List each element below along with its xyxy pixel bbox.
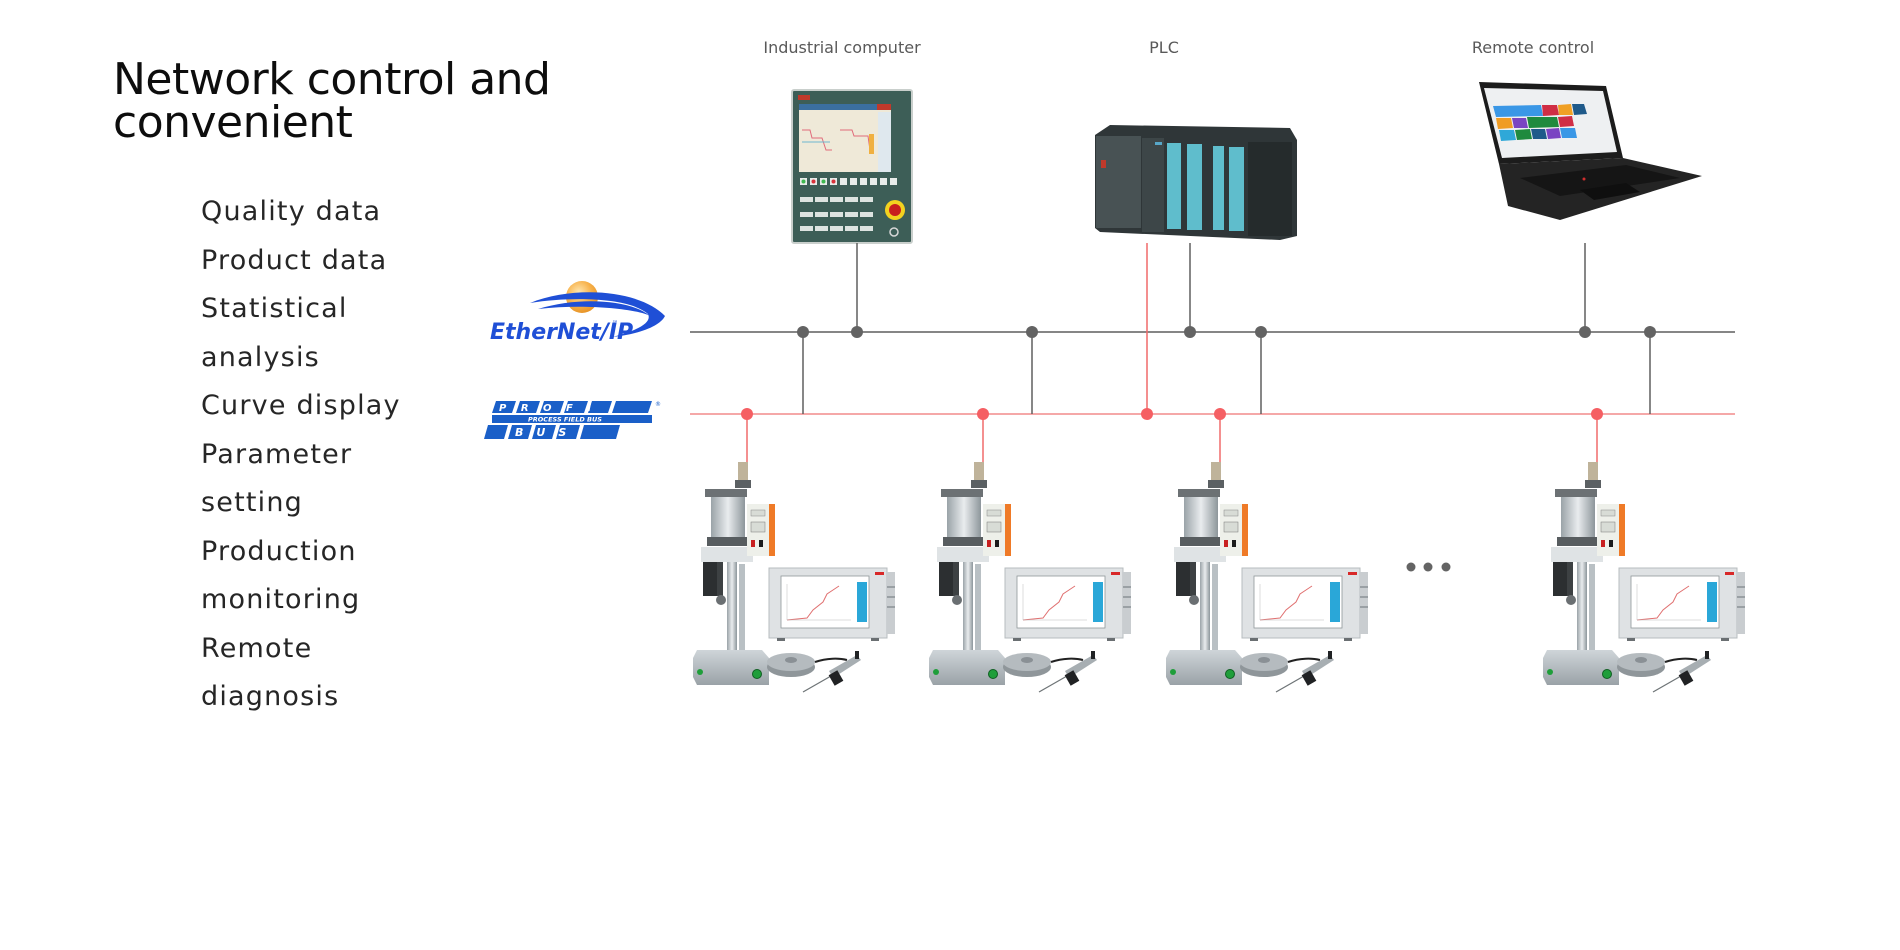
industrial-computer-label: Industrial computer: [763, 38, 921, 57]
plc-label: PLC: [1149, 38, 1179, 57]
ethernet-node: [1644, 326, 1656, 338]
ethernet-node: [797, 326, 809, 338]
ethernet-drop-lines: [802, 243, 1651, 414]
profibus-node: [1214, 408, 1226, 420]
profibus-node: [741, 408, 753, 420]
ethernet-node: [1255, 326, 1267, 338]
profibus-drop-lines: [746, 414, 1598, 466]
title-line-2: convenient: [113, 97, 353, 148]
press-station-n: [1542, 461, 1746, 693]
profibus-node: [977, 408, 989, 420]
profibus-nodes: [741, 408, 1603, 420]
feature-item: Product data: [201, 244, 388, 276]
page-title: Network control and convenient: [113, 54, 551, 148]
feature-item: Production: [201, 535, 357, 567]
ethernet-node: [1026, 326, 1038, 338]
feature-list: Quality data Product data Statistical an…: [201, 188, 401, 722]
press-station-1: [692, 461, 896, 693]
feature-item: Parameter: [201, 438, 353, 470]
feature-item: Quality data: [201, 196, 382, 227]
profibus-logo-bottom: BUS: [515, 426, 579, 439]
ethernet-ip-logo-text: EtherNet/IP: [490, 320, 633, 345]
ethernet-nodes: [797, 326, 1656, 338]
profibus-logo-middle: PROCESS FIELD BUS: [528, 416, 602, 424]
feature-item: analysis: [201, 341, 320, 373]
profibus-logo-top: PROFI: [499, 403, 606, 414]
press-station-2: [928, 461, 1132, 693]
ethernet-node: [1579, 326, 1591, 338]
laptop-icon: [1479, 82, 1702, 220]
svg-text:®: ®: [655, 401, 661, 408]
feature-item: setting: [201, 487, 304, 518]
remote-control-label: Remote control: [1471, 38, 1595, 57]
profibus-node: [1591, 408, 1603, 420]
ethernet-ip-logo: EtherNet/IP ™: [490, 281, 665, 345]
feature-item: Curve display: [201, 390, 401, 421]
plc-icon: [1095, 125, 1297, 240]
more-stations-ellipsis-icon: [1406, 562, 1451, 572]
industrial-computer-icon: [791, 89, 913, 244]
ethernet-node: [1184, 326, 1196, 338]
svg-text:™: ™: [612, 320, 618, 327]
profibus-logo: PROFI PROCESS FIELD BUS BUS ®: [484, 401, 661, 439]
profibus-node: [1141, 408, 1153, 420]
press-station-3: [1165, 461, 1369, 693]
ethernet-node: [851, 326, 863, 338]
feature-item: monitoring: [201, 584, 361, 615]
feature-item: Remote: [201, 632, 313, 664]
feature-item: Statistical: [201, 293, 348, 324]
title-line-1: Network control and: [113, 54, 551, 105]
feature-item: diagnosis: [201, 681, 340, 712]
